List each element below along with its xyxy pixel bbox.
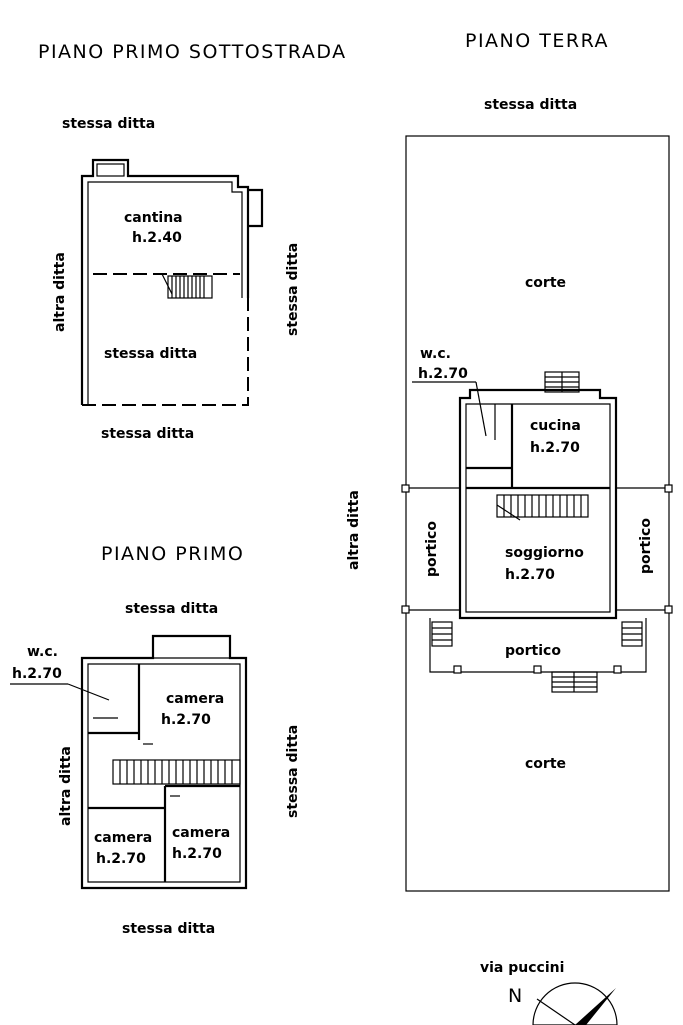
first-floor-east-label: stessa ditta: [285, 725, 301, 818]
first-floor-south-label: stessa ditta: [122, 921, 215, 937]
first-floor-stair: [112, 759, 241, 785]
compass-needle: [575, 988, 616, 1025]
portico-west-label: portico: [424, 521, 440, 577]
first-floor-inner-walls: [87, 663, 241, 883]
basement-north-label: stessa ditta: [62, 116, 155, 132]
ground-north-label: stessa ditta: [484, 97, 577, 113]
basement-inner-walls: [87, 181, 243, 405]
title-basement: PIANO PRIMO SOTTOSTRADA: [38, 41, 347, 63]
house-inner-walls: [465, 403, 611, 613]
wc-leader: [67, 683, 110, 701]
street-label: via puccini: [480, 960, 564, 976]
soggiorno-height: h.2.70: [505, 567, 555, 583]
compass-diagonal: [536, 998, 576, 1025]
basement-east-lightwell: [248, 188, 264, 228]
camera-se-height: h.2.70: [172, 846, 222, 862]
basement-west-label: altra ditta: [52, 252, 68, 332]
north-entry-steps: [544, 371, 580, 393]
first-floor-wc-label: w.c.: [27, 644, 58, 660]
south-entry-steps: [551, 671, 598, 693]
corte-north-label: corte: [525, 275, 566, 291]
cucina-height: h.2.70: [530, 440, 580, 456]
cantina-height: h.2.40: [132, 230, 182, 246]
portico-south-label: portico: [505, 643, 561, 659]
first-floor-outer-walls: [80, 634, 248, 890]
ground-wc-height: h.2.70: [418, 366, 468, 382]
post-s3: [613, 665, 622, 674]
basement-inner-label: stessa ditta: [104, 346, 197, 362]
basement-dashed-boundary: [82, 298, 249, 406]
compass-north-letter: N: [508, 985, 522, 1007]
ground-wc-leader: [475, 381, 487, 437]
ground-floor-plan: stessa ditta altra ditta via puccini cor…: [346, 97, 673, 976]
corte-south-label: corte: [525, 756, 566, 772]
cantina-label: cantina: [124, 210, 183, 226]
title-ground-floor: PIANO TERRA: [465, 30, 609, 52]
post-s2: [533, 665, 542, 674]
post-sw: [401, 605, 410, 614]
camera-se-label: camera: [172, 825, 230, 841]
first-floor-plan: stessa ditta stessa ditta altra ditta st…: [10, 601, 301, 937]
first-floor-wc-height: h.2.70: [12, 666, 62, 682]
compass-circle: [532, 982, 618, 1025]
soggiorno-label: soggiorno: [505, 545, 584, 561]
ground-west-label: altra ditta: [346, 490, 362, 570]
post-s1: [453, 665, 462, 674]
basement-stair: [161, 273, 213, 299]
camera-ne-label: camera: [166, 691, 224, 707]
house-outer-walls: [458, 388, 618, 620]
basement-south-label: stessa ditta: [101, 426, 194, 442]
post-se: [664, 605, 673, 614]
first-floor-west-label: altra ditta: [58, 746, 74, 826]
lot-boundary: [405, 135, 670, 892]
basement-east-label: stessa ditta: [285, 243, 301, 336]
basement-plan: stessa ditta stessa ditta stessa ditta a…: [52, 116, 301, 442]
first-floor-north-label: stessa ditta: [125, 601, 218, 617]
basement-lightwell: [96, 163, 125, 177]
ground-floor-stair: [496, 494, 589, 521]
ground-wc-label: w.c.: [420, 346, 451, 362]
portico-east-label: portico: [638, 518, 654, 574]
north-compass: N: [508, 982, 618, 1025]
camera-ne-height: h.2.70: [161, 712, 211, 728]
camera-sw-height: h.2.70: [96, 851, 146, 867]
basement-walls: [80, 158, 250, 405]
post-nw: [401, 484, 410, 493]
camera-sw-label: camera: [94, 830, 152, 846]
title-first-floor: PIANO PRIMO: [101, 543, 244, 565]
cucina-label: cucina: [530, 418, 581, 434]
portico-side-steps: [431, 621, 643, 647]
post-ne: [664, 484, 673, 493]
